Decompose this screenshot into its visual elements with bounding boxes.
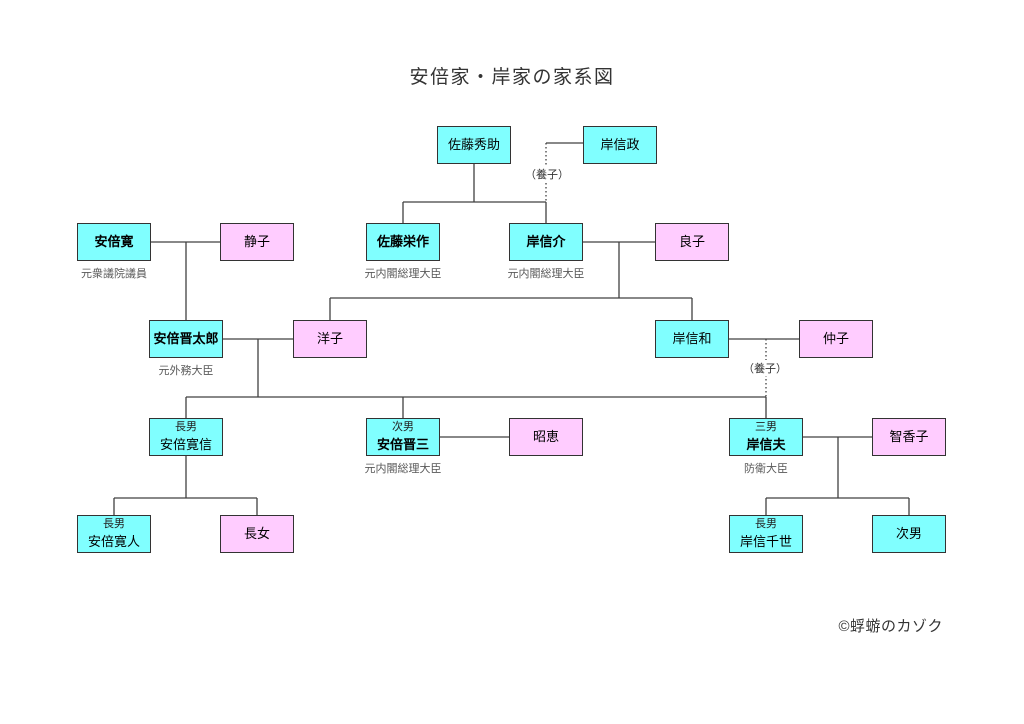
person-box-abe-hironobu: 長男安倍寛信 bbox=[149, 418, 223, 456]
person-box-yoko: 洋子 bbox=[293, 320, 367, 358]
person-name-text: 佐藤秀助 bbox=[447, 137, 500, 153]
person-title-caption: 元衆議院議員 bbox=[81, 268, 147, 280]
copyright-credit: ©蜉蝣のカゾク bbox=[838, 618, 943, 635]
person-name-text: 岸信和 bbox=[672, 331, 712, 347]
person-title-caption: 防衛大臣 bbox=[744, 463, 788, 475]
person-name-text: 佐藤栄作 bbox=[376, 234, 429, 250]
adoption-label: （養子） bbox=[742, 360, 788, 376]
person-box-kishi-nobusuke: 岸信介 bbox=[509, 223, 583, 261]
person-name-text: 良子 bbox=[678, 234, 705, 250]
adoption-label: （養子） bbox=[524, 166, 570, 182]
person-name-text: 長男 bbox=[755, 518, 777, 531]
person-box-jinan: 次男 bbox=[872, 515, 946, 553]
person-box-kishi-nobumasa: 岸信政 bbox=[583, 126, 657, 164]
person-name-text: 岸信政 bbox=[600, 137, 640, 153]
person-name-text: 三男 bbox=[755, 421, 777, 434]
person-name-text: 安倍晋太郎 bbox=[153, 331, 219, 347]
person-name-text: 洋子 bbox=[316, 331, 343, 347]
person-title-caption: 元内閣総理大臣 bbox=[364, 268, 442, 280]
person-name-text: 岸信夫 bbox=[746, 437, 786, 453]
person-title-caption: 元外務大臣 bbox=[158, 365, 214, 377]
person-box-nakako: 仲子 bbox=[799, 320, 873, 358]
diagram-title: 安倍家・岸家の家系図 bbox=[409, 67, 615, 88]
person-box-chojo: 長女 bbox=[220, 515, 294, 553]
person-box-abe-hirohito: 長男安倍寛人 bbox=[77, 515, 151, 553]
person-name-text: 安倍寛信 bbox=[159, 437, 212, 453]
person-name-text: 長女 bbox=[243, 526, 270, 542]
person-box-abe-shinzo: 次男安倍晋三 bbox=[366, 418, 440, 456]
person-name-text: 長男 bbox=[175, 421, 197, 434]
person-title-caption: 元内閣総理大臣 bbox=[364, 463, 442, 475]
person-name-text: 安倍晋三 bbox=[376, 437, 429, 453]
person-name-text: 岸信介 bbox=[526, 234, 566, 250]
person-box-chikako: 智香子 bbox=[872, 418, 946, 456]
person-name-text: 次男 bbox=[895, 526, 922, 542]
person-box-yoshiko: 良子 bbox=[655, 223, 729, 261]
person-name-text: 静子 bbox=[243, 234, 270, 250]
person-title-caption: 元内閣総理大臣 bbox=[507, 268, 585, 280]
person-name-text: 安倍寛 bbox=[94, 234, 134, 250]
person-box-sato-eisaku: 佐藤栄作 bbox=[366, 223, 440, 261]
person-name-text: 仲子 bbox=[822, 331, 849, 347]
person-box-abe-kan: 安倍寛 bbox=[77, 223, 151, 261]
person-box-sato-hidesuke: 佐藤秀助 bbox=[437, 126, 511, 164]
person-box-kishi-nobukazu: 岸信和 bbox=[655, 320, 729, 358]
person-box-shizuko: 静子 bbox=[220, 223, 294, 261]
person-box-kishi-nobuchiyo: 長男岸信千世 bbox=[729, 515, 803, 553]
person-name-text: 智香子 bbox=[889, 429, 929, 445]
person-box-akie: 昭恵 bbox=[509, 418, 583, 456]
person-name-text: 昭恵 bbox=[532, 429, 559, 445]
person-name-text: 岸信千世 bbox=[739, 534, 792, 550]
person-name-text: 安倍寛人 bbox=[87, 534, 140, 550]
person-name-text: 長男 bbox=[103, 518, 125, 531]
person-box-kishi-nobuo: 三男岸信夫 bbox=[729, 418, 803, 456]
person-name-text: 次男 bbox=[392, 421, 414, 434]
person-box-abe-shintaro: 安倍晋太郎 bbox=[149, 320, 223, 358]
